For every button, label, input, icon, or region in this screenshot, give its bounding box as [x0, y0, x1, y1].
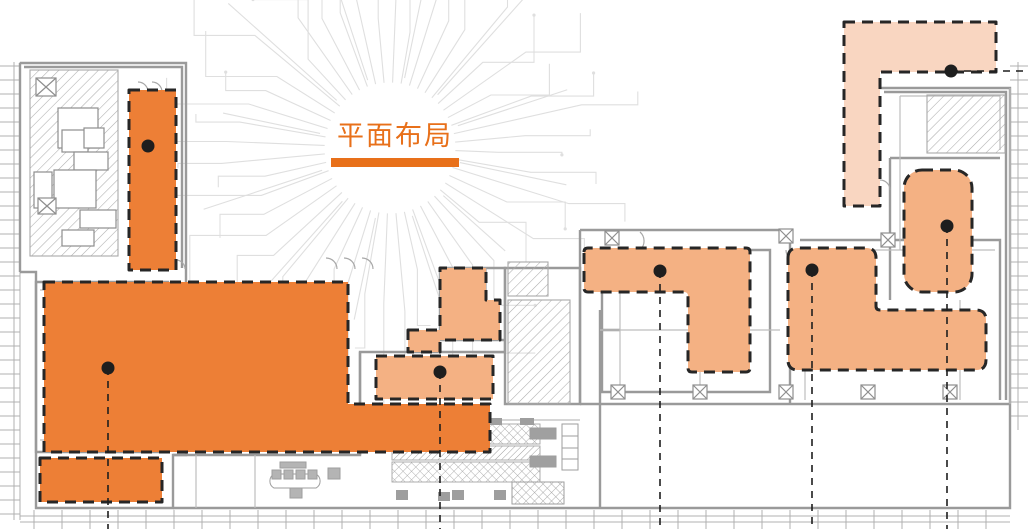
zone-center-office-block[interactable] — [374, 354, 495, 401]
marker-leader-lines — [107, 70, 1028, 529]
center-core-hatched — [507, 299, 571, 405]
highlight-zones — [38, 20, 998, 504]
small-hatched-room — [507, 261, 549, 297]
zone-left-large-L-block[interactable] — [42, 280, 492, 454]
dimension-ticks-left — [0, 62, 21, 520]
zone-marker-dot[interactable] — [940, 219, 954, 233]
zone-marker-dot[interactable] — [433, 365, 447, 379]
page-title: 平面布局 — [337, 121, 453, 152]
top-left-room-furniture — [33, 77, 117, 247]
zone-left-vertical-strip[interactable] — [127, 88, 178, 272]
title-underline-bar — [331, 157, 459, 167]
page-title-block: 平面布局 — [305, 122, 485, 167]
door-swings — [135, 81, 891, 270]
dimension-ticks-bottom — [20, 510, 1010, 529]
meeting-table-cluster — [269, 461, 341, 499]
zone-bottom-left-bar[interactable] — [38, 456, 164, 504]
zone-top-right-pale-block[interactable] — [842, 20, 998, 208]
zone-right-wing-lower-L[interactable] — [786, 246, 988, 372]
zone-marker-dot[interactable] — [101, 361, 115, 375]
watermark-center-circle — [328, 86, 452, 210]
zone-marker-dot[interactable] — [805, 263, 819, 277]
right-core-hatched — [926, 94, 1006, 154]
zone-right-wing-upper-L[interactable] — [582, 246, 752, 374]
zone-marker-dot[interactable] — [944, 64, 958, 78]
zone-center-core-wrap-block[interactable] — [406, 266, 502, 354]
zone-markers — [101, 64, 958, 379]
dimension-ticks-right — [1010, 62, 1028, 430]
zone-marker-dot[interactable] — [141, 139, 155, 153]
zone-far-right-rounded-room[interactable] — [902, 168, 974, 294]
zone-marker-dot[interactable] — [653, 264, 667, 278]
storage-shelving — [511, 423, 579, 505]
